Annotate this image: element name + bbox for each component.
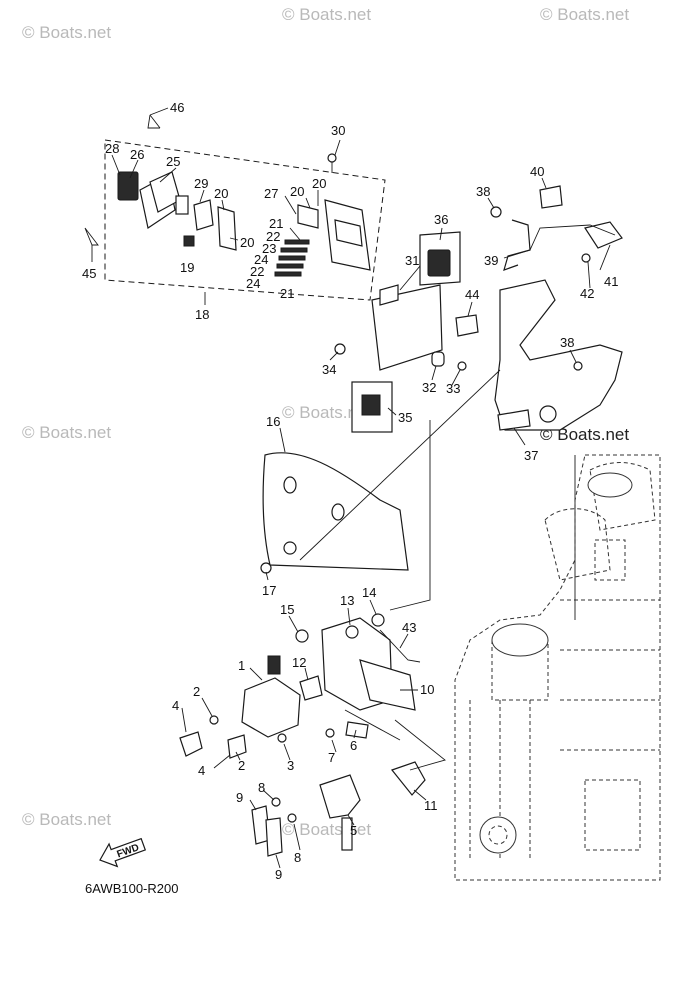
callout-3: 3: [287, 758, 294, 773]
callout-13: 13: [340, 593, 354, 608]
callout-12: 12: [292, 655, 306, 670]
callout-9: 9: [275, 867, 282, 882]
callout-15: 15: [280, 602, 294, 617]
callout-numbers: 46 28 26 25 29 20 27 20 20 30 21 22 23 2…: [82, 100, 618, 882]
callout-23: 23: [262, 241, 276, 256]
callout-20: 20: [240, 235, 254, 250]
screw-17: [260, 562, 272, 574]
callout-11: 11: [424, 798, 438, 813]
callout-20: 20: [214, 186, 228, 201]
callout-21: 21: [280, 286, 294, 301]
callout-32: 32: [422, 380, 436, 395]
watermark-top-right: © Boats.net: [540, 5, 629, 24]
watermark-mid-left: © Boats.net: [22, 423, 111, 442]
callout-10: 10: [420, 682, 434, 697]
callout-25: 25: [166, 154, 180, 169]
lower-parts: [179, 613, 426, 857]
callout-22: 22: [266, 229, 280, 244]
callout-24: 24: [254, 252, 268, 267]
watermark-top-center: © Boats.net: [282, 5, 371, 24]
callout-41: 41: [604, 274, 618, 289]
diagram-code: 6AWB100-R200: [85, 881, 178, 896]
watermark-mid-center: © Boats.net: [282, 403, 371, 422]
watermark-bottom-left: © Boats.net: [22, 810, 111, 829]
watermark-top-left: © Boats.net: [22, 23, 111, 42]
callout-7: 7: [328, 750, 335, 765]
callout-38: 38: [560, 335, 574, 350]
callout-20: 20: [312, 176, 326, 191]
callout-35: 35: [398, 410, 412, 425]
callout-27: 27: [264, 186, 278, 201]
callout-24: 24: [246, 276, 260, 291]
callout-33: 33: [446, 381, 460, 396]
callout-43: 43: [402, 620, 416, 635]
callout-29: 29: [194, 176, 208, 191]
callout-20: 20: [290, 184, 304, 199]
callout-22: 22: [250, 264, 264, 279]
callout-42: 42: [580, 286, 594, 301]
callout-2: 2: [238, 758, 245, 773]
callout-26: 26: [130, 147, 144, 162]
callout-9: 9: [236, 790, 243, 805]
engine-block: [454, 454, 661, 881]
watermark-mid-right: © Boats.net: [540, 425, 629, 444]
callout-46: 46: [170, 100, 184, 115]
callout-6: 6: [350, 738, 357, 753]
callout-28: 28: [105, 141, 119, 156]
electrical-box-parts: [84, 114, 371, 277]
callout-14: 14: [362, 585, 376, 600]
callout-36: 36: [434, 212, 448, 227]
fwd-label: FWD: [116, 842, 141, 860]
callout-16: 16: [266, 414, 280, 429]
fwd-arrow: FWD: [99, 837, 147, 868]
callout-4: 4: [172, 698, 179, 713]
callout-21: 21: [269, 216, 283, 231]
fuse-strip: [274, 239, 310, 277]
leader-lines: [91, 107, 616, 869]
callout-17: 17: [262, 583, 276, 598]
callout-38: 38: [476, 184, 490, 199]
callout-45: 45: [82, 266, 96, 281]
callout-37: 37: [524, 448, 538, 463]
callout-39: 39: [484, 253, 498, 268]
callout-30: 30: [331, 123, 345, 138]
callout-40: 40: [530, 164, 544, 179]
callout-2: 2: [193, 684, 200, 699]
callout-34: 34: [322, 362, 336, 377]
callout-8: 8: [294, 850, 301, 865]
callout-44: 44: [465, 287, 479, 302]
callout-1: 1: [238, 658, 245, 673]
callout-5: 5: [350, 823, 357, 838]
cover-parts: [334, 231, 479, 433]
callout-18: 18: [195, 307, 209, 322]
bracket-parts: [490, 185, 623, 431]
callout-19: 19: [180, 260, 194, 275]
callout-31: 31: [405, 253, 419, 268]
callout-8: 8: [258, 780, 265, 795]
callout-4: 4: [198, 763, 205, 778]
group-18-outline: [104, 139, 386, 301]
